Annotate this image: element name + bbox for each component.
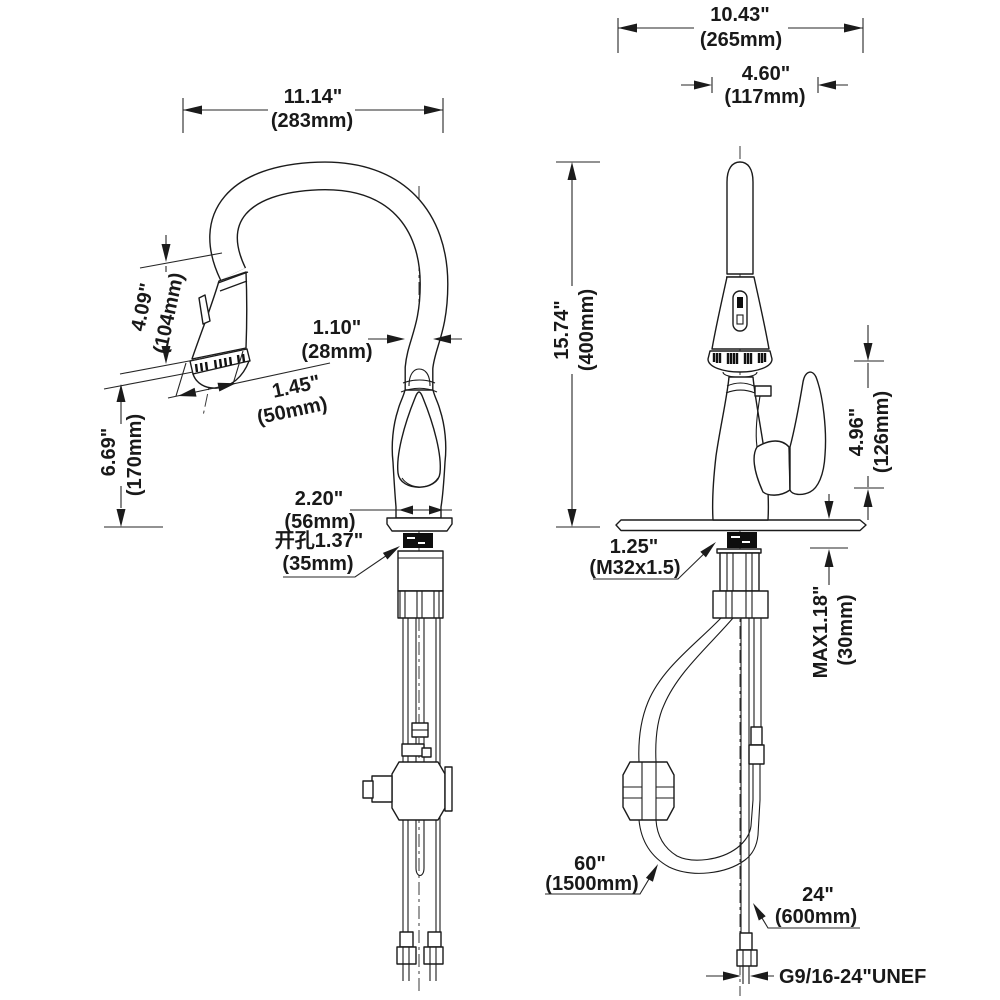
dim-supply-length: 24" (600mm) (753, 884, 860, 929)
side-view: 11.14" (283mm) 4.09" (104mm) 1.45" (98, 86, 462, 992)
dim-label: 15.74" (551, 300, 573, 360)
dim-label-mm: (30mm) (835, 594, 857, 665)
dim-handle-reach: 4.60" (117mm) (681, 63, 848, 108)
side-view-mounting (386, 517, 453, 619)
deck-plate (615, 519, 867, 532)
dim-label: MAX1.18" (810, 586, 832, 679)
dim-label: 10.43" (710, 4, 770, 26)
dim-spout-clearance: 6.69" (170mm) (98, 371, 194, 528)
dim-label: 2.20" (295, 488, 343, 510)
supply-hex-nut-left (396, 946, 417, 965)
dim-label: 4.60" (742, 63, 790, 85)
handle-pivot-stub (754, 385, 772, 397)
dim-label-mm: (104mm) (150, 271, 189, 356)
supply-line (736, 618, 758, 984)
dim-shank-thread: 1.25" (M32x1.5) (589, 536, 716, 580)
faucet-handle (753, 371, 827, 496)
dim-label: 4.96" (846, 408, 868, 456)
threaded-shank (397, 550, 444, 592)
supply-hex-nut-right (423, 946, 444, 965)
dim-label-mm: (M32x1.5) (589, 557, 680, 579)
dim-label-mm: (265mm) (700, 29, 782, 51)
dim-hose-length: 60" (1500mm) (545, 853, 658, 895)
dim-label: G9/16-24"UNEF (779, 966, 926, 988)
dim-head-width: 1.45" (50mm) (167, 350, 331, 429)
side-view-body (391, 368, 447, 519)
threaded-shank (719, 552, 760, 592)
spray-head (189, 271, 251, 389)
dim-supply-connector: G9/16-24"UNEF (706, 966, 926, 988)
dim-label-mm: (1500mm) (545, 873, 638, 895)
handle-hub (753, 440, 791, 496)
spray-head-cap (192, 360, 250, 389)
front-body (711, 376, 772, 521)
side-view-supply-assembly (362, 618, 453, 981)
spray-ring-texture (712, 353, 767, 364)
front-view: 10.43" (265mm) 4.60" (117mm) 15.74" (400… (545, 4, 926, 996)
gooseneck-spout (209, 161, 449, 398)
dim-label-mm: (117mm) (724, 86, 805, 108)
pulldown-hose (622, 617, 765, 874)
front-mounting (712, 532, 769, 619)
dim-plate-width: 10.43" (265mm) (617, 4, 864, 53)
dim-label: 11.14" (284, 86, 342, 108)
dim-max-deck-thickness: MAX1.18" (30mm) (810, 494, 857, 678)
check-valve-body (391, 761, 446, 821)
spray-face-texture (194, 353, 246, 373)
dim-mounting-hole: 开孔1.37" (35mm) (275, 529, 400, 578)
hose-end (415, 820, 425, 877)
dim-label-mm: (400mm) (576, 289, 598, 371)
dim-label: 4.09" (127, 281, 159, 333)
base-flange (386, 517, 453, 532)
dim-label-mm: (283mm) (271, 110, 353, 132)
gasket (727, 532, 757, 548)
dim-base-width: 2.20" (56mm) (284, 488, 452, 533)
hose-connector (750, 726, 763, 746)
dim-label: 60" (574, 853, 606, 875)
supply-hex-nut (736, 949, 758, 967)
mounting-nut (712, 590, 769, 619)
gasket (403, 533, 433, 548)
dim-label: 1.10" (313, 317, 361, 339)
body-inner-contour (396, 391, 442, 488)
dim-spout-reach: 11.14" (283mm) (182, 86, 444, 133)
dim-label-mm: (35mm) (282, 553, 353, 575)
valve-side-port (371, 775, 393, 803)
front-spout (707, 161, 773, 378)
dim-label: 开孔1.37" (275, 529, 363, 552)
dim-label: 24" (802, 884, 834, 906)
dim-overall-height: 15.74" (400mm) (551, 161, 600, 528)
dim-label-mm: (170mm) (124, 414, 146, 496)
dim-tube-diameter: 1.10" (28mm) (301, 317, 462, 363)
hose-weight (622, 761, 675, 821)
dim-label-mm: (56mm) (284, 511, 355, 533)
dim-label-mm: (600mm) (775, 906, 857, 928)
dim-label-mm: (28mm) (301, 341, 372, 363)
dim-handle-length: 4.96" (126mm) (846, 325, 893, 520)
valve-lever (401, 743, 425, 757)
spray-ring (707, 350, 773, 373)
dim-label: 6.69" (98, 428, 120, 476)
spray-head-button (198, 294, 211, 325)
dim-label-mm: (126mm) (871, 391, 893, 473)
dim-label: 1.25" (610, 536, 658, 558)
handle-lever (789, 371, 827, 496)
